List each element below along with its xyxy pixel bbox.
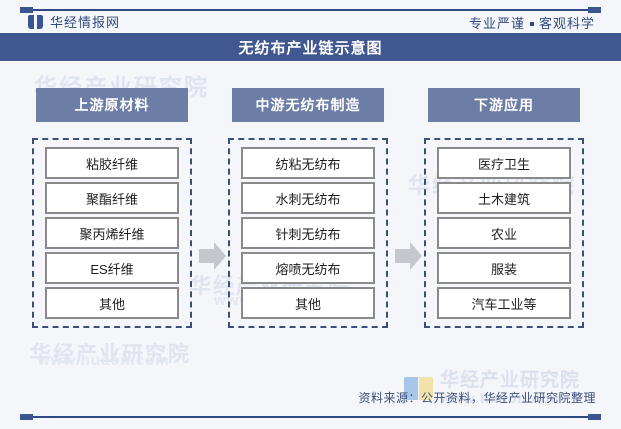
site-header: 华经情报网 专业严谨客观科学: [0, 12, 621, 34]
column-items-downstream: 医疗卫生 土木建筑 农业 服装 汽车工业等: [424, 138, 584, 328]
item-label: 其他: [294, 296, 321, 312]
list-item: 服装: [437, 252, 571, 284]
item-label: 汽车工业等: [471, 296, 537, 312]
bottom-left-rule-cap: [20, 414, 33, 420]
watermark-logo-name: 华经产业研究院: [440, 370, 581, 391]
list-item: 针刺无纺布: [241, 217, 375, 249]
item-label: 聚丙烯纤维: [79, 226, 145, 242]
item-label: ES纤维: [90, 261, 134, 277]
column-header-label: 下游应用: [474, 97, 534, 113]
chain-column-midstream: 中游无纺布制造 纺粘无纺布 水刺无纺布 针刺无纺布 熔喷无纺布 其他: [228, 88, 388, 328]
list-item: 农业: [437, 217, 571, 249]
item-label: 针刺无纺布: [275, 226, 341, 242]
top-rule: [20, 9, 601, 11]
open-book-icon: [28, 14, 43, 29]
item-label: 聚酯纤维: [85, 191, 138, 207]
right-arrow-icon: [199, 241, 227, 271]
list-item: 汽车工业等: [437, 287, 571, 319]
item-label: 医疗卫生: [477, 156, 530, 172]
item-label: 服装: [490, 261, 517, 277]
slogan-separator-dot: [529, 21, 534, 26]
column-header-upstream: 上游原材料: [36, 88, 188, 122]
top-left-rule-cap: [20, 7, 33, 13]
list-item: 水刺无纺布: [241, 182, 375, 214]
item-label: 熔喷无纺布: [275, 261, 341, 277]
list-item: 土木建筑: [437, 182, 571, 214]
value-chain-diagram: 上游原材料 粘胶纤维 聚酯纤维 聚丙烯纤维 ES纤维 其他 中游无纺布制造 纺粘…: [0, 88, 621, 368]
chain-column-downstream: 下游应用 医疗卫生 土木建筑 农业 服装 汽车工业等: [424, 88, 584, 328]
item-label: 粘胶纤维: [85, 156, 138, 172]
column-header-label: 上游原材料: [74, 97, 150, 113]
column-items-midstream: 纺粘无纺布 水刺无纺布 针刺无纺布 熔喷无纺布 其他: [228, 138, 388, 328]
brand-name: 华经情报网: [50, 15, 121, 30]
title-band: 无纺布产业链示意图: [0, 33, 621, 61]
list-item: 粘胶纤维: [45, 147, 179, 179]
item-label: 水刺无纺布: [275, 191, 341, 207]
column-header-downstream: 下游应用: [428, 88, 580, 122]
slogan-left: 专业严谨: [468, 16, 525, 31]
column-header-midstream: 中游无纺布制造: [232, 88, 384, 122]
list-item: 其他: [241, 287, 375, 319]
right-arrow-icon: [395, 241, 423, 271]
list-item: 聚丙烯纤维: [45, 217, 179, 249]
chain-column-upstream: 上游原材料 粘胶纤维 聚酯纤维 聚丙烯纤维 ES纤维 其他: [32, 88, 192, 328]
list-item: 熔喷无纺布: [241, 252, 375, 284]
source-note: 资料来源：公开资料，华经产业研究院整理: [358, 391, 596, 405]
list-item: 医疗卫生: [437, 147, 571, 179]
item-label: 农业: [490, 226, 517, 242]
brand: 华经情报网: [28, 12, 120, 31]
item-label: 其他: [98, 296, 125, 312]
top-right-rule-cap: [588, 7, 601, 13]
list-item: ES纤维: [45, 252, 179, 284]
list-item: 纺粘无纺布: [241, 147, 375, 179]
list-item: 聚酯纤维: [45, 182, 179, 214]
bottom-rule: [20, 416, 601, 418]
item-label: 纺粘无纺布: [275, 156, 341, 172]
bottom-right-rule-cap: [588, 414, 601, 420]
column-header-label: 中游无纺布制造: [255, 97, 361, 113]
page-title: 无纺布产业链示意图: [238, 39, 383, 57]
item-label: 土木建筑: [477, 191, 530, 207]
list-item: 其他: [45, 287, 179, 319]
slogan-right: 客观科学: [538, 16, 595, 31]
site-slogan: 专业严谨客观科学: [469, 13, 595, 32]
column-items-upstream: 粘胶纤维 聚酯纤维 聚丙烯纤维 ES纤维 其他: [32, 138, 192, 328]
